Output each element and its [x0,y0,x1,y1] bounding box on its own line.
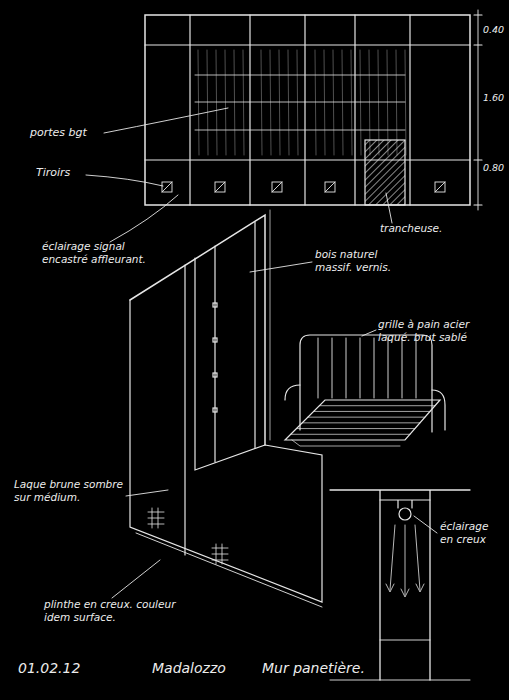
sketch-stroke [369,50,370,155]
sketch-stroke [333,50,334,155]
lighting-section [330,490,470,680]
bread-grille [285,335,445,446]
sketch-stroke [288,50,289,155]
title-block-text: 01.02.12 [18,660,80,678]
sketch-stroke [279,50,280,155]
sketch-stroke [297,50,298,155]
sketch-stroke [319,405,435,406]
sketch-stroke [315,50,316,155]
sketch-stroke [215,182,225,192]
sketch-stroke [402,338,403,398]
elevation [145,10,482,210]
sketch-stroke [302,422,420,423]
sketch-stroke [162,182,172,192]
title-block-text: Mur panetière. [262,660,365,678]
sketch-stroke [405,50,406,155]
sketch-stroke [261,50,262,155]
sketch-stroke [324,50,325,155]
sketch-stroke [234,50,235,155]
sketch-stroke [388,338,389,398]
sketch-stroke [318,338,319,398]
sketch-stroke [325,182,335,192]
sketch-stroke [272,182,282,192]
sketch-stroke [387,50,388,155]
sketch-stroke [351,50,352,155]
sketch-stroke [272,182,282,192]
sketch-stroke [216,50,217,155]
annotation: trancheuse. [380,222,442,235]
sketch-stroke [207,50,208,155]
sketch-stroke [332,338,333,398]
sketch-stroke [416,338,417,398]
perspective-view [130,210,322,607]
sketch-stroke [435,182,445,192]
annotation: éclairage en creux [440,520,502,546]
sketch-stroke [225,50,226,155]
sketch-stroke [243,50,244,155]
sketch-stroke [378,50,379,155]
annotation: Tiroirs [36,166,70,180]
sketch-stroke [314,411,430,412]
leader-lines [86,108,437,598]
sketch-stroke [270,50,271,155]
sketch-stroke [325,182,335,192]
annotation: éclairage signal encastré affleurant. [42,240,172,266]
sketch-stroke [198,50,199,155]
title-block-text: Madalozzo [152,660,226,678]
annotation: Laque brune sombre sur médium. [14,478,126,504]
annotation: portes bgt [30,126,87,140]
dimension: 0.40 [483,24,504,36]
annotation: grille à pain acier laqué. brut sablé [378,318,500,344]
dimension: 0.80 [483,162,504,174]
dimension: 1.60 [483,92,504,104]
sketch-stroke [162,182,172,192]
sketch-stroke [291,434,410,435]
annotation: bois naturel massif. vernis. [315,248,415,274]
sketch-stroke [342,50,343,155]
sketch-stroke [346,338,347,398]
sketch-stroke [296,428,415,429]
sketch-stroke [215,182,225,192]
sketch-stroke [360,338,361,398]
sketch-stroke [396,50,397,155]
sketch-stroke [360,50,361,155]
sketch-stroke [374,338,375,398]
sketch-stroke [308,417,425,418]
annotation: plinthe en creux. couleur idem surface. [44,598,184,624]
sketch-stroke [435,182,445,192]
